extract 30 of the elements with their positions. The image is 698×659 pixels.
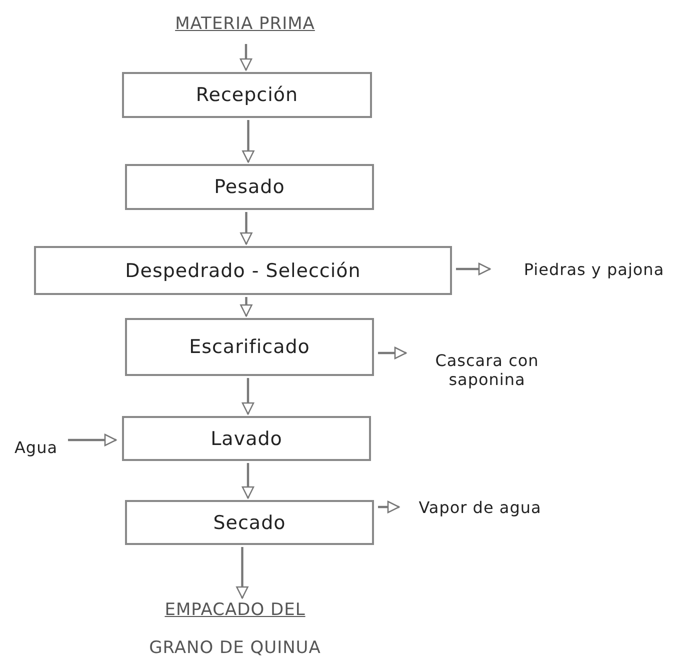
step-label: Lavado — [210, 428, 282, 450]
step-label: Secado — [213, 512, 286, 534]
process-box — [34, 246, 452, 295]
arrow — [242, 378, 254, 415]
arrow — [242, 120, 254, 163]
arrow — [236, 547, 248, 599]
step-label: Despedrado - Selección — [125, 260, 361, 282]
arrow — [456, 262, 491, 276]
arrow — [240, 212, 252, 245]
step-label: Recepción — [196, 84, 298, 106]
arrow — [68, 434, 117, 446]
stream-label: Piedras y pajona — [524, 260, 664, 278]
terminal-label: EMPACADO DEL — [164, 600, 306, 620]
stream-label: Vapor de agua — [418, 498, 542, 516]
process-box — [125, 500, 374, 545]
process-box — [125, 318, 374, 376]
process-box — [122, 72, 372, 118]
arrow — [378, 346, 407, 360]
step-label: Pesado — [214, 176, 285, 198]
process-box — [122, 416, 371, 461]
terminal-label: GRANO DE QUINUA — [149, 638, 321, 658]
process-box — [125, 164, 374, 210]
arrow — [242, 463, 254, 499]
arrow — [240, 44, 252, 71]
arrow — [378, 500, 400, 514]
step-label: Escarificado — [189, 336, 310, 358]
stream-label: Agua — [14, 438, 58, 456]
terminal-label: MATERIA PRIMA — [175, 14, 315, 34]
stream-label: Cascara con saponina — [434, 351, 540, 389]
arrow — [240, 297, 252, 317]
